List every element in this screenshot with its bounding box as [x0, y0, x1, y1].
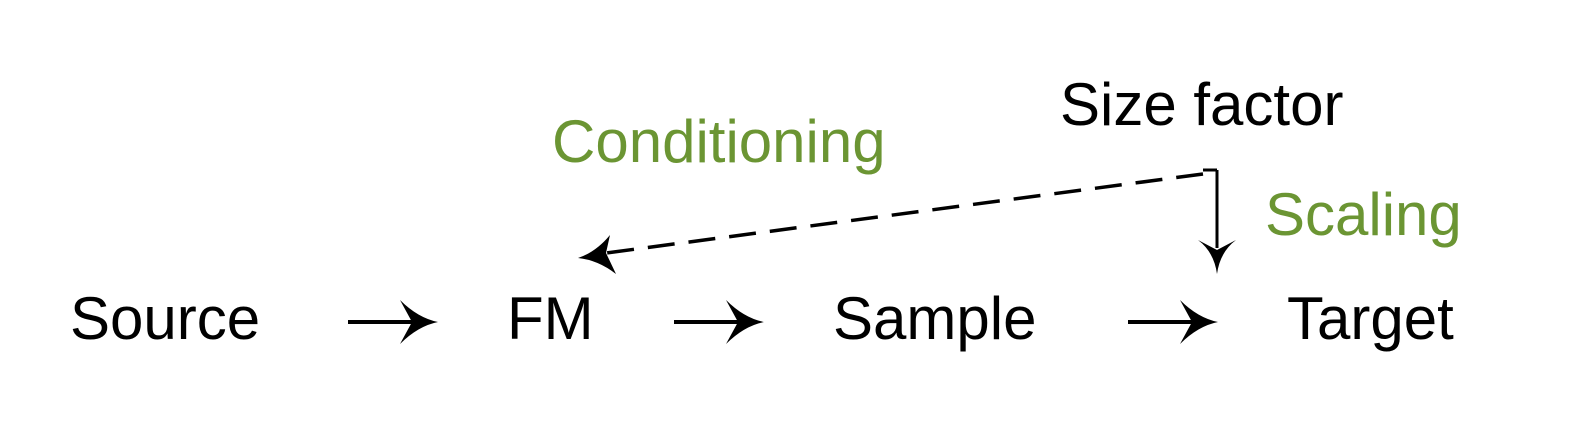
- arrow-source-to-fm: [348, 300, 438, 344]
- arrow-sample-to-target: [1128, 300, 1218, 344]
- label-size-factor: Size factor: [1060, 71, 1344, 138]
- arrow-size-factor-to-fm-dashed: [578, 172, 1204, 274]
- arrow-size-factor-to-target: [1198, 168, 1236, 274]
- label-scaling: Scaling: [1265, 181, 1462, 248]
- node-sample: Sample: [833, 285, 1037, 352]
- node-target: Target: [1287, 285, 1454, 352]
- node-source: Source: [70, 285, 261, 352]
- label-conditioning: Conditioning: [552, 108, 886, 175]
- node-fm: FM: [507, 285, 594, 352]
- arrow-fm-to-sample: [674, 300, 764, 344]
